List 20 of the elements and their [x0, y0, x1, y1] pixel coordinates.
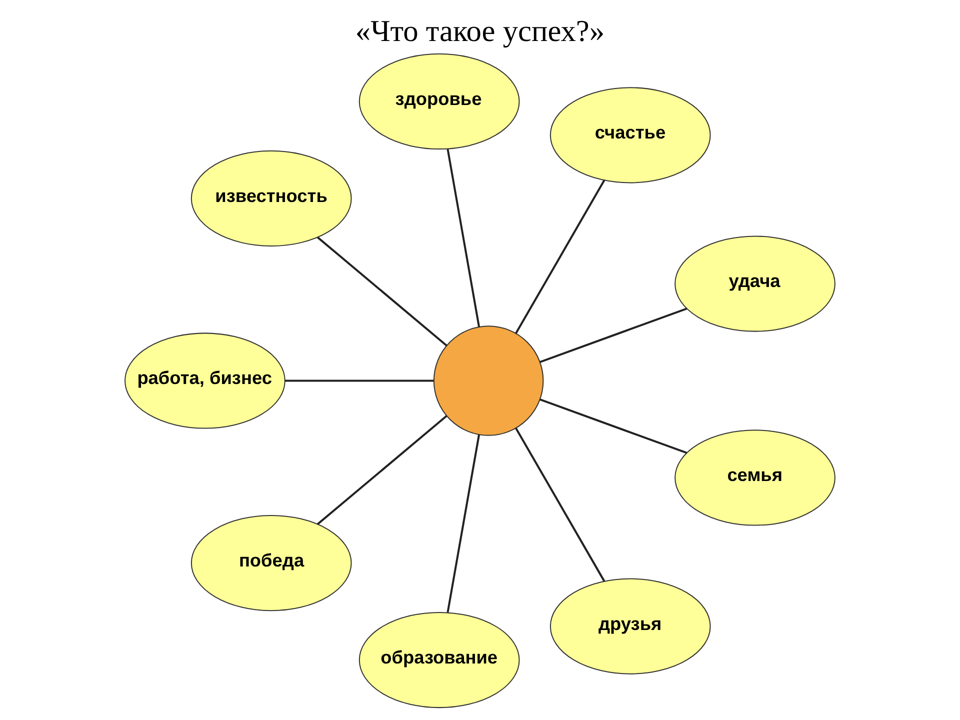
connector [446, 148, 480, 328]
node-ellipse: образование [358, 612, 520, 708]
diagram-title: «Что такое успех?» [355, 14, 605, 48]
node-ellipse: друзья [550, 578, 711, 674]
connector [284, 380, 434, 382]
node-ellipse: счастье [550, 87, 711, 184]
connector [316, 415, 448, 525]
connector [446, 434, 480, 613]
connector [540, 398, 687, 454]
node-ellipse: победа [190, 514, 352, 612]
node-circle [433, 326, 544, 436]
connector [316, 236, 448, 346]
node-ellipse: семья [674, 430, 836, 526]
node-ellipse: известность [190, 150, 352, 247]
connector [515, 180, 606, 334]
node-ellipse: здоровье [358, 53, 520, 150]
connector [515, 428, 606, 582]
node-ellipse: удача [674, 236, 836, 332]
node-ellipse: работа, бизнес [124, 332, 286, 429]
connector [540, 308, 687, 363]
